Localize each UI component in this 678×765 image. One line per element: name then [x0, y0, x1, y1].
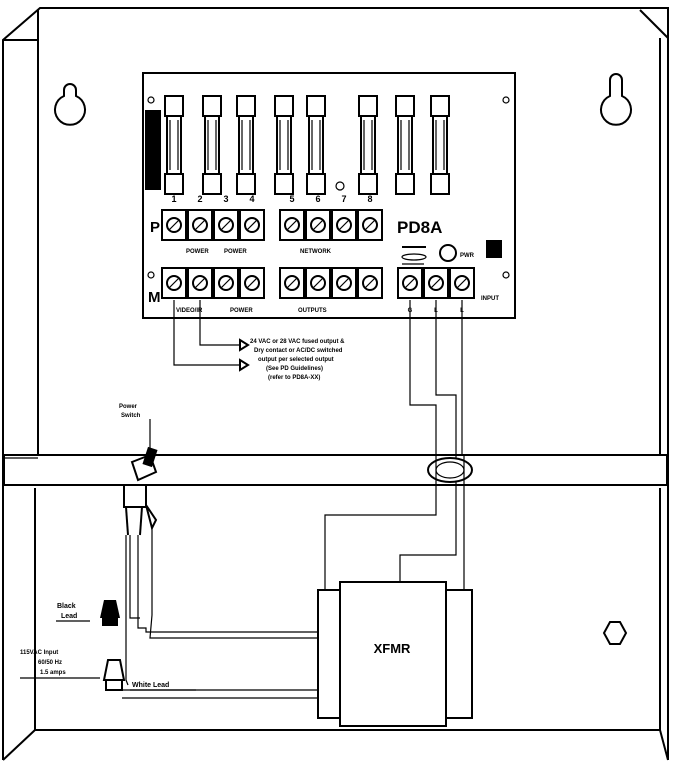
terminal-strips — [161, 209, 475, 299]
screw-terminal-icon — [279, 209, 305, 241]
model-label: PD8A — [397, 218, 442, 237]
group-label: NETWORK — [300, 249, 332, 255]
fuse-number: 8 — [367, 194, 372, 204]
fuse-icon — [164, 95, 184, 195]
fuse-icon — [236, 95, 256, 195]
output-note-line: 24 VAC or 28 VAC fused output & — [250, 339, 345, 345]
fuse-number: 2 — [197, 194, 202, 204]
white-lead-label: White Lead — [132, 682, 169, 689]
screw-terminal-icon — [161, 209, 187, 241]
screw-terminal-icon — [239, 267, 265, 299]
transformer: XFMR — [317, 581, 473, 727]
power-switch-label: Switch — [121, 413, 141, 419]
input-spec-line: 60/50 Hz — [38, 660, 62, 666]
power-led-icon — [439, 244, 457, 262]
wire-grommet-icon — [427, 457, 473, 483]
screw-terminal-icon — [331, 209, 357, 241]
fuse-number: 4 — [249, 194, 254, 204]
terminal-strip-bottom-right — [279, 267, 383, 299]
output-note: 24 VAC or 28 VAC fused output & Dry cont… — [250, 339, 345, 381]
fuse-number: 3 — [223, 194, 228, 204]
fuse-numbers: 1 2 3 4 5 6 7 8 — [171, 194, 372, 204]
screw-terminal-icon — [305, 267, 331, 299]
screw-terminal-icon — [239, 209, 265, 241]
fuse-number: 7 — [341, 194, 346, 204]
group-label: POWER — [186, 249, 209, 255]
group-label: OUTPUTS — [298, 308, 327, 314]
output-callout-lines — [173, 300, 250, 372]
input-spec-line: 1.5 amps — [40, 670, 66, 676]
fuse-icon — [395, 95, 415, 195]
transformer-label: XFMR — [374, 641, 411, 656]
output-note-line: (refer to PD8A-XX) — [268, 375, 320, 381]
row-label-m: M — [148, 289, 161, 306]
screw-terminal-icon — [449, 267, 475, 299]
fuse-array — [164, 95, 450, 195]
board-edge-marking — [145, 110, 161, 190]
screw-terminal-icon — [279, 267, 305, 299]
divider-shelf — [3, 454, 668, 486]
screw-terminal-icon — [357, 267, 383, 299]
input-terminal-strip — [397, 267, 475, 299]
screw-terminal-icon — [187, 209, 213, 241]
fuse-icon — [358, 95, 378, 195]
fuse-number: 6 — [315, 194, 320, 204]
black-lead-connector-icon — [100, 600, 120, 626]
input-label: INPUT — [481, 296, 499, 302]
mounting-slot-right-icon — [600, 73, 632, 126]
enclosure — [2, 7, 669, 761]
screw-terminal-icon — [213, 267, 239, 299]
fuse-icon — [274, 95, 294, 195]
group-label: VIDEO/IR — [176, 308, 203, 314]
output-note-line: output per selected output — [258, 357, 334, 363]
output-note-line: Dry contact or AC/DC switched — [254, 348, 343, 354]
dip-switch-icon — [486, 240, 502, 258]
terminal-strip-top-right — [279, 209, 383, 241]
row-label-p: P — [150, 219, 160, 236]
fuse-number: 1 — [171, 194, 176, 204]
switch-wires — [122, 528, 318, 699]
screw-terminal-icon — [357, 209, 383, 241]
terminal-strip-bottom-left — [161, 267, 265, 299]
jumper-mark — [401, 253, 427, 261]
input-wires — [324, 300, 465, 590]
white-lead-connector-icon — [102, 659, 126, 691]
power-switch — [123, 446, 158, 536]
terminal-strip-top-left — [161, 209, 265, 241]
knockout-hex-icon — [602, 621, 628, 645]
power-switch-label: Power — [119, 404, 138, 410]
group-label: POWER — [230, 308, 253, 314]
screw-terminal-icon — [305, 209, 331, 241]
screw-terminal-icon — [161, 267, 187, 299]
black-lead-label: Black — [57, 603, 76, 610]
indicator-dot — [335, 181, 345, 191]
fuse-icon — [202, 95, 222, 195]
fuse-icon — [430, 95, 450, 195]
screw-terminal-icon — [187, 267, 213, 299]
power-led-label: PWR — [460, 253, 475, 259]
output-note-line: (See PD Guidelines) — [266, 366, 323, 372]
black-lead-label: Lead — [61, 613, 77, 620]
screw-terminal-icon — [397, 267, 423, 299]
screw-terminal-icon — [423, 267, 449, 299]
screw-terminal-icon — [331, 267, 357, 299]
input-spec-line: 115VAC Input — [20, 650, 58, 656]
fuse-icon — [306, 95, 326, 195]
fuse-number: 5 — [289, 194, 294, 204]
screw-terminal-icon — [213, 209, 239, 241]
group-label: POWER — [224, 249, 247, 255]
mounting-slot-left-icon — [54, 83, 86, 126]
